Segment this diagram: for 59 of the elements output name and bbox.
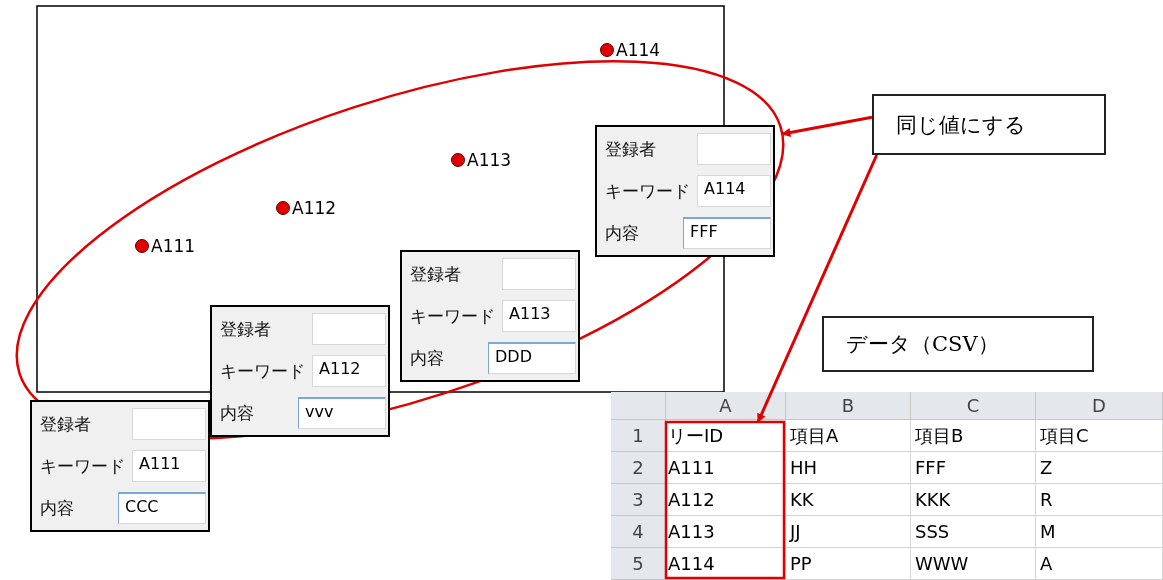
input-field: A112: [312, 355, 386, 387]
field-label: 登録者: [220, 318, 271, 341]
field-label: キーワード: [40, 455, 125, 478]
field-label: 登録者: [40, 413, 91, 436]
marker-label: A114: [616, 40, 661, 60]
row-header: 1: [611, 420, 666, 452]
table-cell: A113: [666, 516, 786, 548]
table-cell: A: [1036, 548, 1163, 580]
table-cell: 項目C: [1036, 420, 1163, 452]
table-cell: JJ: [786, 516, 911, 548]
field-label: キーワード: [605, 180, 690, 203]
table-cell: Z: [1036, 452, 1163, 484]
form-panel: [30, 400, 210, 532]
column-header: C: [911, 392, 1036, 420]
table-cell: HH: [786, 452, 911, 484]
row-header: 4: [611, 516, 666, 548]
marker-label: A111: [151, 236, 196, 256]
input-field: A113: [502, 300, 576, 332]
table-cell: 項目A: [786, 420, 911, 452]
column-header: A: [666, 392, 786, 420]
marker-label: A113: [467, 150, 512, 170]
field-label: 登録者: [410, 263, 461, 286]
table-cell: A114: [666, 548, 786, 580]
field-label: 内容: [410, 347, 444, 370]
arrow: [756, 154, 879, 423]
highlight-box: [664, 420, 786, 580]
marker-label: A112: [292, 198, 337, 218]
table-cell: M: [1036, 516, 1163, 548]
field-label: 内容: [220, 402, 254, 425]
table-cell: R: [1036, 484, 1163, 516]
input-field: DDD: [488, 342, 576, 374]
row-header: 3: [611, 484, 666, 516]
caption-box: データ（CSV）: [822, 316, 1094, 372]
input-field: vvv: [298, 397, 386, 429]
field-label: 内容: [40, 497, 74, 520]
input-field: FFF: [683, 217, 771, 249]
table-cell: A111: [666, 452, 786, 484]
field-label: キーワード: [220, 360, 305, 383]
field-label: 登録者: [605, 138, 656, 161]
column-header: B: [786, 392, 911, 420]
column-header: D: [1036, 392, 1163, 420]
table-cell: SSS: [911, 516, 1036, 548]
input-field: A111: [132, 450, 206, 482]
table-cell: WWW: [911, 548, 1036, 580]
callout-box: 同じ値にする: [872, 94, 1106, 155]
table-cell: リーID: [666, 420, 786, 452]
table-cell: KK: [786, 484, 911, 516]
table-cell: A112: [666, 484, 786, 516]
table-cell: KKK: [911, 484, 1036, 516]
row-header: 5: [611, 548, 666, 580]
arrow: [781, 115, 873, 137]
field-label: キーワード: [410, 305, 495, 328]
table-cell: FFF: [911, 452, 1036, 484]
input-field: A114: [697, 175, 771, 207]
table-cell: PP: [786, 548, 911, 580]
input-field: CCC: [118, 492, 206, 524]
field-label: 内容: [605, 222, 639, 245]
row-header: 2: [611, 452, 666, 484]
table-cell: 項目B: [911, 420, 1036, 452]
